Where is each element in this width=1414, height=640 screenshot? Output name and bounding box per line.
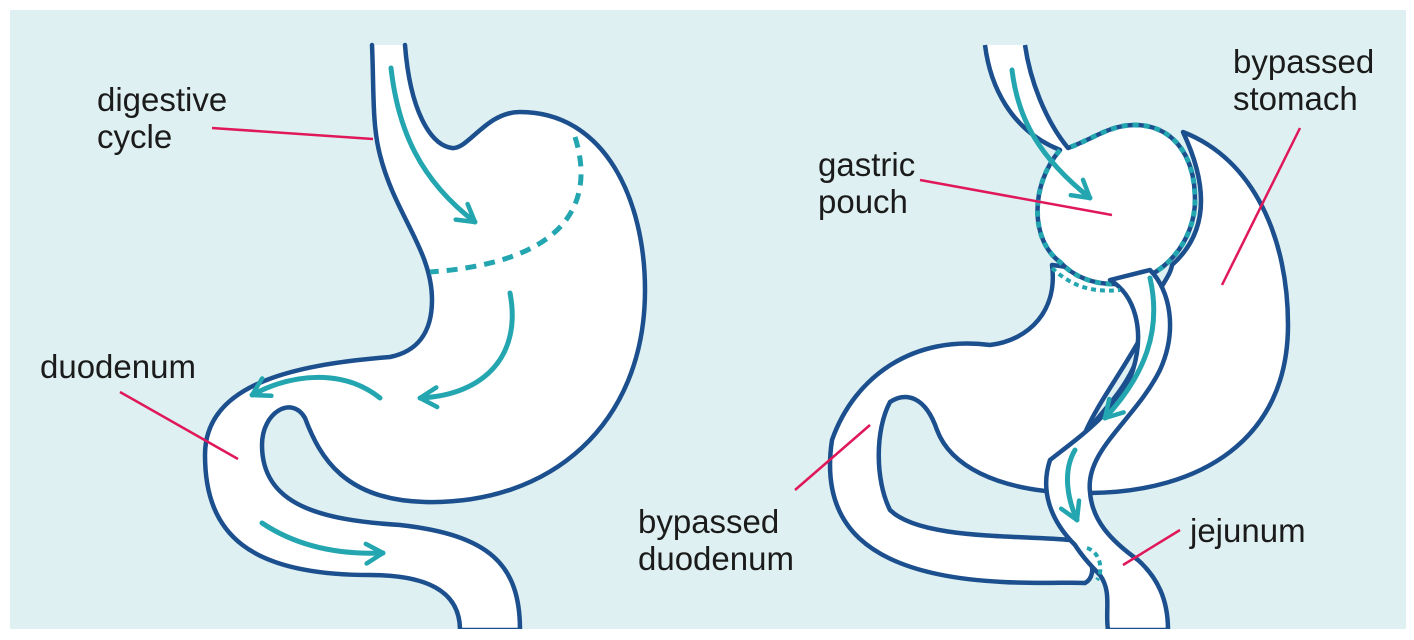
label-jejunum-text: jejunum: [1190, 512, 1306, 549]
diagram-background: digestive cycle duodenum gastric pouch b…: [10, 10, 1406, 629]
label-duodenum-text: duodenum: [40, 348, 196, 385]
label-gastric-pouch-line1: gastric: [818, 146, 915, 183]
label-digestive-cycle-line1: digestive: [97, 81, 227, 118]
label-digestive-cycle-line2: cycle: [97, 118, 227, 155]
label-bypassed-stomach: bypassed stomach: [1233, 43, 1374, 117]
label-digestive-cycle: digestive cycle: [97, 81, 227, 155]
label-bypassed-duodenum-line2: duodenum: [638, 540, 794, 577]
label-bypassed-duodenum: bypassed duodenum: [638, 503, 794, 577]
label-gastric-pouch-line2: pouch: [818, 183, 915, 220]
leader-line-jejunum: [1123, 530, 1180, 565]
label-jejunum: jejunum: [1190, 512, 1306, 549]
label-gastric-pouch: gastric pouch: [818, 146, 915, 220]
label-bypassed-duodenum-line1: bypassed: [638, 503, 794, 540]
label-bypassed-stomach-line2: stomach: [1233, 80, 1374, 117]
label-bypassed-stomach-line1: bypassed: [1233, 43, 1374, 80]
label-duodenum: duodenum: [40, 348, 196, 385]
gastric-pouch: [985, 45, 1195, 284]
leader-line-digestive-cycle: [212, 128, 373, 139]
